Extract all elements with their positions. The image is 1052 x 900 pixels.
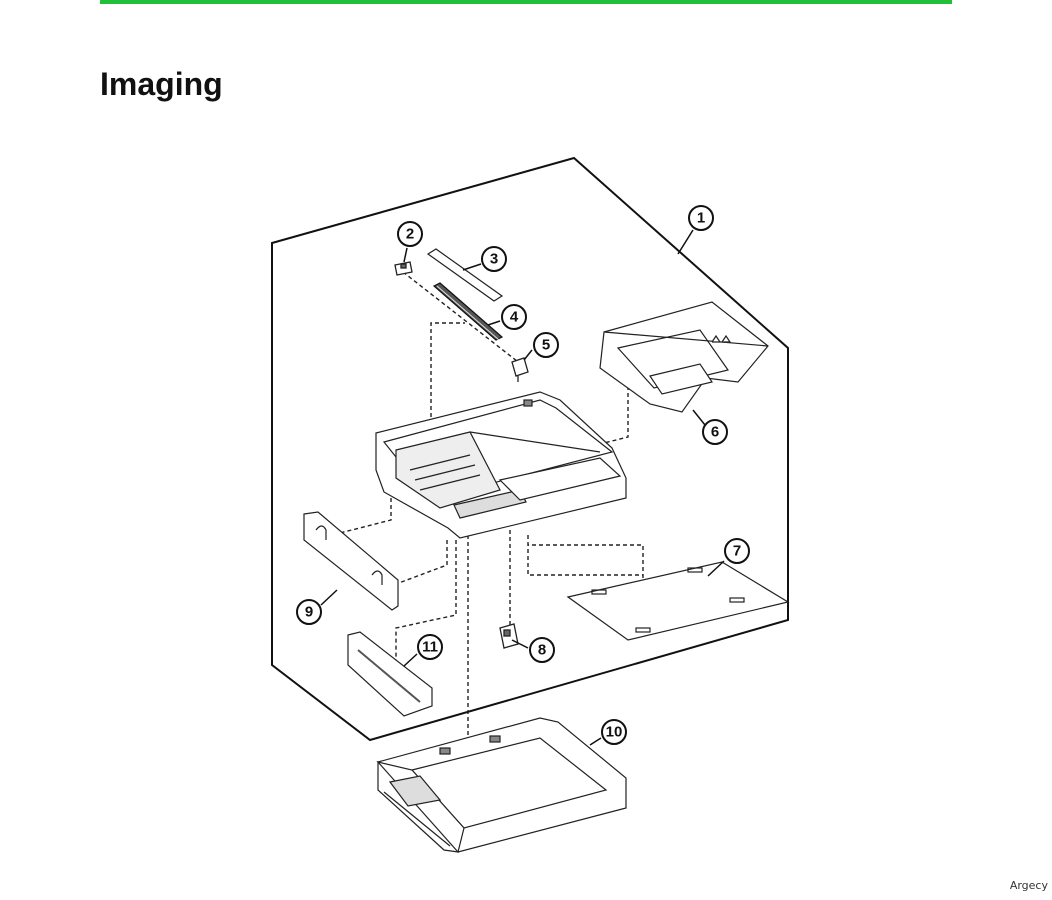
part-7-pad [566, 561, 790, 641]
callout-circles [296, 205, 750, 745]
callout-label-7: 7 [733, 543, 741, 560]
callout-1 [688, 205, 714, 231]
callout-3 [481, 246, 507, 272]
part-9-side-cover [303, 511, 399, 611]
assembly-boundary [271, 156, 789, 742]
callout-label-9: 9 [305, 604, 313, 621]
part-11-guide [347, 631, 433, 717]
callout-label-1: 1 [697, 210, 705, 227]
callout-label-5: 5 [542, 337, 550, 354]
callout-11 [417, 634, 443, 660]
callout-10 [601, 719, 627, 745]
callout-5 [533, 332, 559, 358]
part-5-clip [511, 357, 529, 382]
callout-label-6: 6 [711, 424, 719, 441]
callout-label-3: 3 [490, 251, 498, 268]
page-title: Imaging [100, 66, 223, 102]
callout-6 [702, 419, 728, 445]
callout-9 [296, 599, 322, 625]
callout-label-11: 11 [422, 639, 438, 656]
callout-7 [724, 538, 750, 564]
callout-label-2: 2 [406, 226, 414, 243]
callout-leaders [320, 229, 725, 746]
callout-label-10: 10 [606, 724, 623, 741]
part-6-input-tray [599, 301, 769, 413]
main-document-feeder [375, 391, 627, 539]
footer-brand: Argecy [1009, 879, 1048, 892]
callout-2 [397, 221, 423, 247]
part-10-scanner-base [376, 717, 627, 854]
part-3-strip [426, 248, 504, 302]
callout-numbers: 1 2 3 4 5 6 7 8 9 10 11 [305, 210, 741, 741]
part-4-rod [432, 282, 504, 341]
callout-4 [501, 304, 527, 330]
callout-label-8: 8 [538, 642, 546, 659]
part-2-bracket [394, 261, 413, 276]
part-8-clip [499, 623, 519, 649]
dashed-leaders [339, 271, 644, 810]
top-accent-rule [100, 0, 952, 4]
callout-8 [529, 637, 555, 663]
callout-label-4: 4 [510, 309, 519, 326]
